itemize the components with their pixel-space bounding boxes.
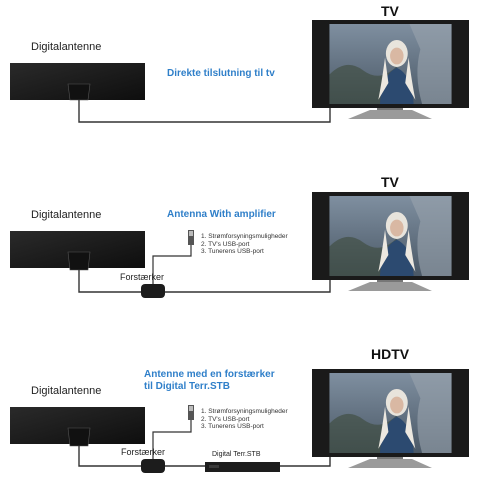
usb-option: 1. Strømforsyningsmuligheder — [201, 408, 288, 415]
tv-title-3: HDTV — [371, 346, 410, 362]
usb-option: 2. TV's USB-port — [201, 415, 250, 423]
cable-amp-tv-2 — [165, 273, 331, 293]
usb-cable-3 — [152, 420, 192, 459]
stb-label-3: Digital Terr.STB — [212, 451, 261, 458]
usb-options-2: 1. Strømforsyningsmuligheder 2. TV's USB… — [201, 233, 288, 256]
panel-1 — [10, 20, 469, 123]
cable-antenna-amp-2 — [78, 270, 141, 293]
antenna-base-3 — [67, 427, 91, 447]
usb-option: 3. Tunerens USB-port — [201, 248, 264, 255]
panel-3 — [10, 369, 469, 473]
tv-1 — [312, 20, 469, 119]
tv-3 — [312, 369, 469, 468]
amplifier-label-3: Forstærker — [121, 447, 166, 457]
usb-option: 1. Strømforsyningsmuligheder — [201, 233, 288, 240]
tv-2 — [312, 192, 469, 291]
usb-option: 3. Tunerens USB-port — [201, 423, 264, 430]
connection-label-3a: Antenne med en forstærker — [144, 369, 275, 380]
connection-label-2: Antenna With amplifier — [167, 209, 276, 220]
set-top-box-3 — [205, 462, 280, 472]
antenna-base-1 — [67, 83, 91, 101]
connection-label-1: Direkte tilslutning til tv — [167, 68, 275, 79]
amplifier-label-2: Forstærker — [120, 272, 165, 282]
tv-title-1: TV — [381, 3, 399, 19]
antenna-label-1: Digitalantenne — [31, 41, 102, 53]
amplifier-3 — [141, 459, 165, 473]
antenna-base-2 — [67, 251, 91, 271]
usb-options-3: 1. Strømforsyningsmuligheder 2. TV's USB… — [201, 408, 288, 431]
antenna-label-2: Digitalantenne — [31, 209, 102, 221]
tv-title-2: TV — [381, 174, 399, 190]
amplifier-2 — [141, 284, 165, 298]
usb-plug-2 — [188, 230, 194, 245]
cable-antenna-amp-3 — [78, 446, 141, 467]
connection-label-3b: til Digital Terr.STB — [144, 381, 230, 392]
usb-option: 2. TV's USB-port — [201, 240, 250, 248]
panel-2 — [10, 192, 469, 298]
usb-plug-3 — [188, 405, 194, 420]
cable-panel-1 — [78, 100, 331, 123]
antenna-label-3: Digitalantenne — [31, 385, 102, 397]
usb-cable-2 — [152, 245, 192, 284]
